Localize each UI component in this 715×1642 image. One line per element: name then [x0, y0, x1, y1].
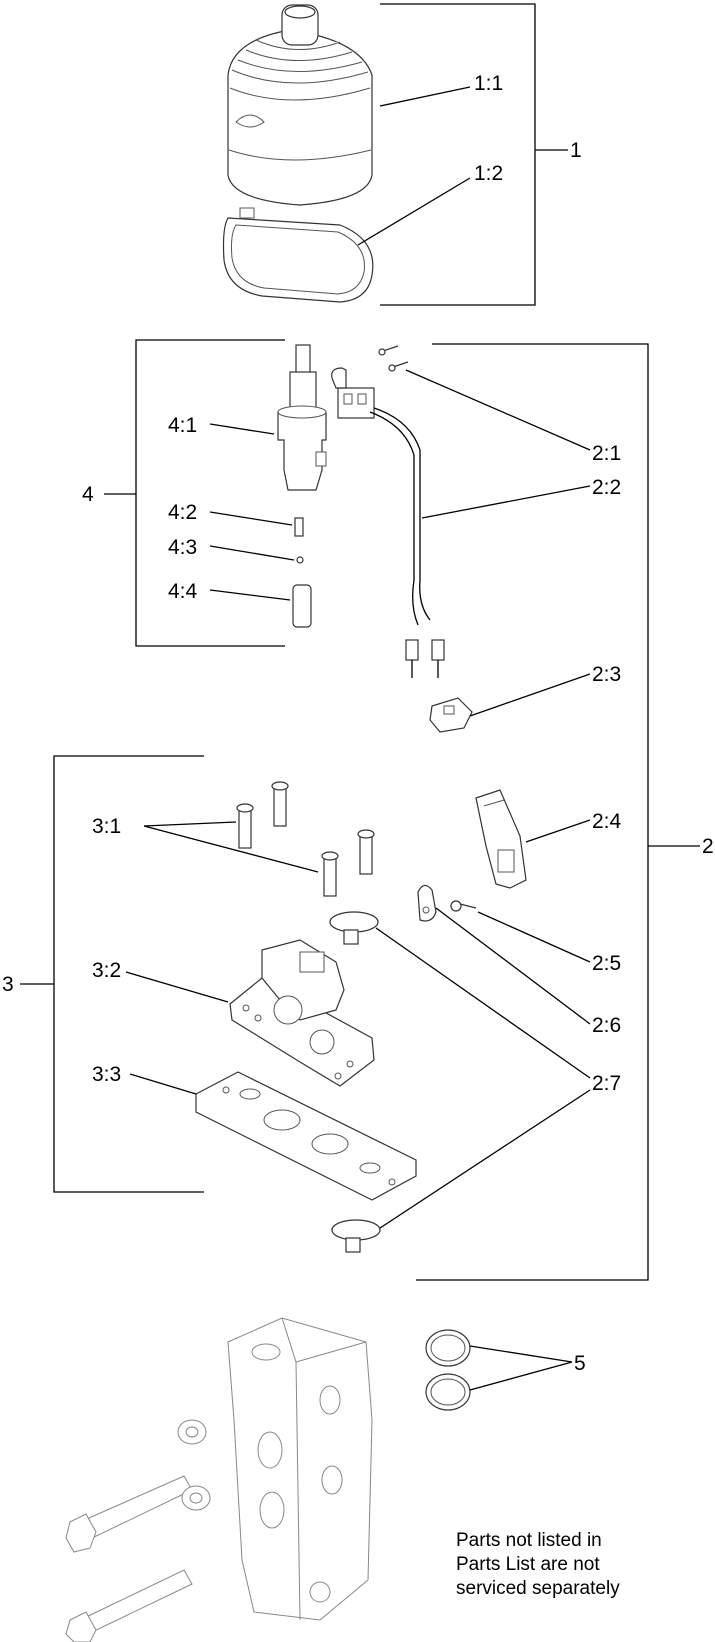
boot-gasket: [222, 207, 374, 303]
o-rings: [425, 1329, 471, 1411]
callout-3-1: 3:1: [92, 815, 121, 838]
detent-ball: [296, 556, 304, 564]
callout-2-2: 2:2: [592, 476, 621, 499]
group-2-leaders: [375, 369, 591, 1229]
callout-1: 1: [570, 139, 582, 162]
group-4-bracket: [104, 339, 285, 647]
connector-housing: [475, 789, 527, 889]
callout-2: 2: [702, 835, 714, 858]
cap-screws: [236, 781, 375, 897]
pin: [292, 584, 312, 628]
small-screw: [450, 900, 477, 912]
callout-3-3: 3:3: [92, 1063, 121, 1086]
note-line-3: serviced separately: [456, 1578, 620, 1599]
group-3-leaders: [125, 821, 319, 1095]
group-5-leaders: [469, 1345, 573, 1391]
callout-1-1: 1:1: [474, 72, 503, 95]
spring: [294, 517, 304, 537]
valve-body-reference: [227, 1317, 373, 1621]
microswitch-with-harness: [331, 367, 445, 678]
note-line-2: Parts List are not: [456, 1554, 600, 1575]
callout-2-4: 2:4: [592, 810, 622, 833]
callout-1-2: 1:2: [474, 162, 503, 185]
joystick-boot: [227, 4, 373, 206]
callout-4-1: 4:1: [168, 414, 197, 437]
callout-5: 5: [574, 1352, 586, 1375]
terminal-connector: [429, 697, 473, 733]
callout-4-2: 4:2: [168, 501, 197, 524]
callout-3: 3: [2, 973, 14, 996]
valve-bolts-reference: [65, 1419, 211, 1642]
control-shaft: [277, 344, 327, 491]
group-4-leaders: [209, 423, 295, 601]
joystick-base: [229, 939, 375, 1087]
callout-2-7: 2:7: [592, 1072, 621, 1095]
callout-2-5: 2:5: [592, 952, 621, 975]
callout-4-3: 4:3: [168, 536, 197, 559]
base-plate: [195, 1071, 417, 1201]
callout-2-1: 2:1: [592, 442, 621, 465]
callout-2-6: 2:6: [592, 1014, 621, 1037]
note-line-1: Parts not listed in: [456, 1530, 602, 1551]
group-2-bracket: [416, 343, 700, 1281]
callout-4: 4: [82, 483, 94, 506]
switch-screws: [378, 345, 409, 372]
callout-4-4: 4:4: [168, 580, 198, 603]
cable-tie-upper: [329, 911, 379, 945]
callout-2-3: 2:3: [592, 663, 621, 686]
cam-lever: [417, 884, 437, 922]
group-3-bracket: [20, 755, 204, 1193]
cable-tie-lower: [331, 1219, 381, 1253]
group-1-bracket: [357, 3, 568, 306]
callout-3-2: 3:2: [92, 959, 121, 982]
